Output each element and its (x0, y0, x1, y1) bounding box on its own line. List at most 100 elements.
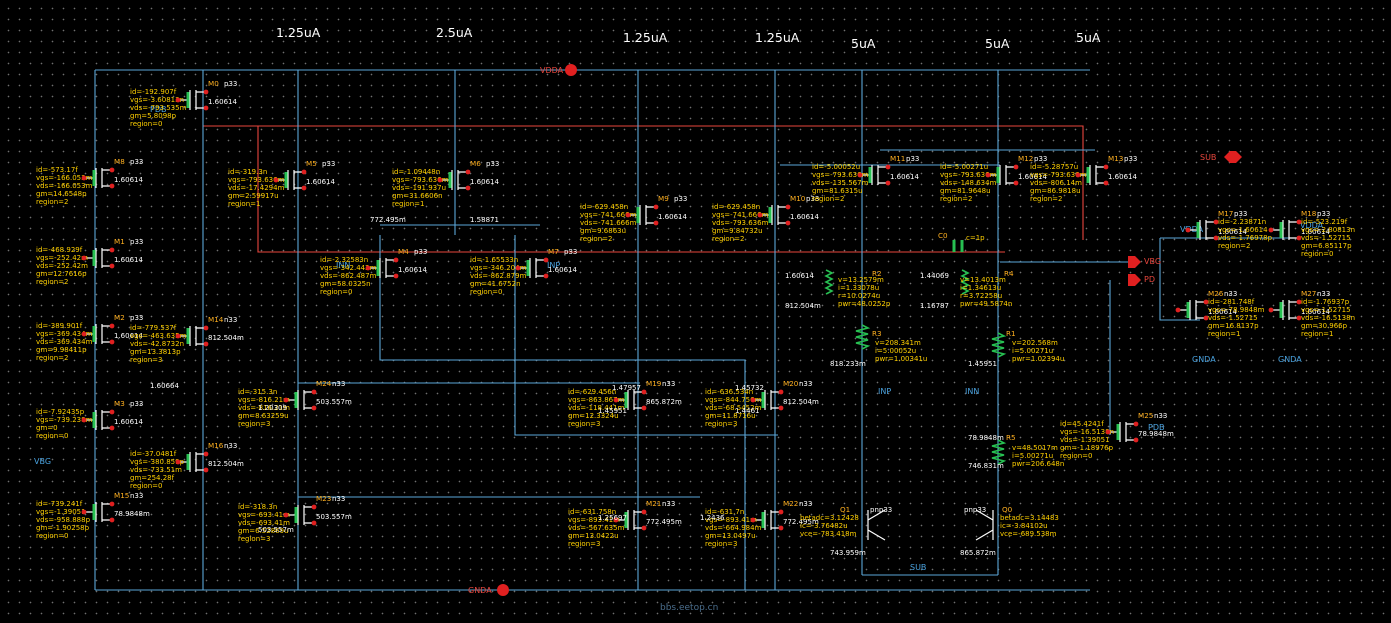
terminal-dot[interactable] (857, 172, 863, 178)
terminal-dot[interactable] (301, 169, 307, 175)
terminal-dot[interactable] (1185, 227, 1191, 233)
terminal-dot[interactable] (109, 501, 115, 507)
pd-port-icon[interactable] (1128, 274, 1141, 286)
terminal-dot[interactable] (203, 89, 209, 95)
terminal-dot[interactable] (81, 255, 87, 261)
terminal-dot[interactable] (543, 273, 549, 279)
bjt-q1[interactable]: Q1 pnp33 (840, 505, 892, 541)
terminal-dot[interactable] (311, 405, 317, 411)
terminal-dot[interactable] (985, 172, 991, 178)
resistor-r3[interactable]: R3 (855, 324, 882, 350)
terminal-dot[interactable] (301, 185, 307, 191)
terminal-dot[interactable] (109, 425, 115, 431)
terminal-dot[interactable] (311, 504, 317, 510)
terminal-dot[interactable] (750, 397, 756, 403)
terminal-dot[interactable] (1203, 299, 1209, 305)
terminal-dot[interactable] (109, 183, 115, 189)
terminal-dot[interactable] (311, 520, 317, 526)
terminal-dot[interactable] (1296, 315, 1302, 321)
terminal-dot[interactable] (109, 323, 115, 329)
terminal-dot[interactable] (1105, 429, 1111, 435)
terminal-dot[interactable] (175, 459, 181, 465)
terminal-dot[interactable] (778, 509, 784, 515)
terminal-dot[interactable] (641, 509, 647, 515)
terminal-dot[interactable] (109, 263, 115, 269)
sub-port[interactable]: SUB (1200, 151, 1242, 163)
terminal-dot[interactable] (757, 212, 763, 218)
terminal-dot[interactable] (1213, 219, 1219, 225)
gnd-rail[interactable]: GNDA (95, 584, 1090, 596)
terminal-dot[interactable] (109, 167, 115, 173)
terminal-dot[interactable] (1296, 299, 1302, 305)
terminal-dot[interactable] (273, 177, 279, 183)
gnd-port-icon[interactable] (497, 584, 509, 596)
terminal-dot[interactable] (203, 341, 209, 347)
terminal-dot[interactable] (203, 325, 209, 331)
terminal-dot[interactable] (81, 417, 87, 423)
terminal-dot[interactable] (1103, 164, 1109, 170)
terminal-dot[interactable] (1296, 235, 1302, 241)
terminal-dot[interactable] (785, 204, 791, 210)
terminal-dot[interactable] (109, 409, 115, 415)
terminal-dot[interactable] (1133, 421, 1139, 427)
terminal-dot[interactable] (885, 164, 891, 170)
terminal-dot[interactable] (778, 525, 784, 531)
terminal-dot[interactable] (175, 97, 181, 103)
terminal-dot[interactable] (203, 467, 209, 473)
terminal-dot[interactable] (203, 105, 209, 111)
terminal-dot[interactable] (1075, 172, 1081, 178)
terminal-dot[interactable] (625, 212, 631, 218)
branch-wires[interactable] (202, 70, 1300, 590)
terminal-dot[interactable] (1103, 180, 1109, 186)
terminal-dot[interactable] (1013, 180, 1019, 186)
bias-net[interactable] (203, 125, 1084, 253)
terminal-dot[interactable] (393, 257, 399, 263)
terminal-dot[interactable] (641, 405, 647, 411)
capacitor-c0[interactable]: C0 (938, 231, 964, 252)
terminal-dot[interactable] (81, 509, 87, 515)
terminal-dot[interactable] (885, 180, 891, 186)
terminal-dot[interactable] (543, 257, 549, 263)
terminal-dot[interactable] (81, 331, 87, 337)
terminal-dot[interactable] (465, 185, 471, 191)
terminal-dot[interactable] (109, 339, 115, 345)
terminal-dot[interactable] (109, 247, 115, 253)
terminal-dot[interactable] (653, 220, 659, 226)
terminal-dot[interactable] (1296, 219, 1302, 225)
terminal-dot[interactable] (81, 175, 87, 181)
terminal-dot[interactable] (1268, 307, 1274, 313)
output-ports[interactable] (1128, 256, 1141, 286)
terminal-dot[interactable] (283, 512, 289, 518)
terminal-dot[interactable] (778, 405, 784, 411)
terminal-dot[interactable] (641, 525, 647, 531)
terminal-dot[interactable] (465, 169, 471, 175)
terminal-dot[interactable] (750, 517, 756, 523)
terminal-dot[interactable] (785, 220, 791, 226)
terminal-dot[interactable] (1268, 227, 1274, 233)
vbg-port-icon[interactable] (1128, 256, 1141, 268)
terminal-dot[interactable] (365, 265, 371, 271)
terminal-dot[interactable] (653, 204, 659, 210)
